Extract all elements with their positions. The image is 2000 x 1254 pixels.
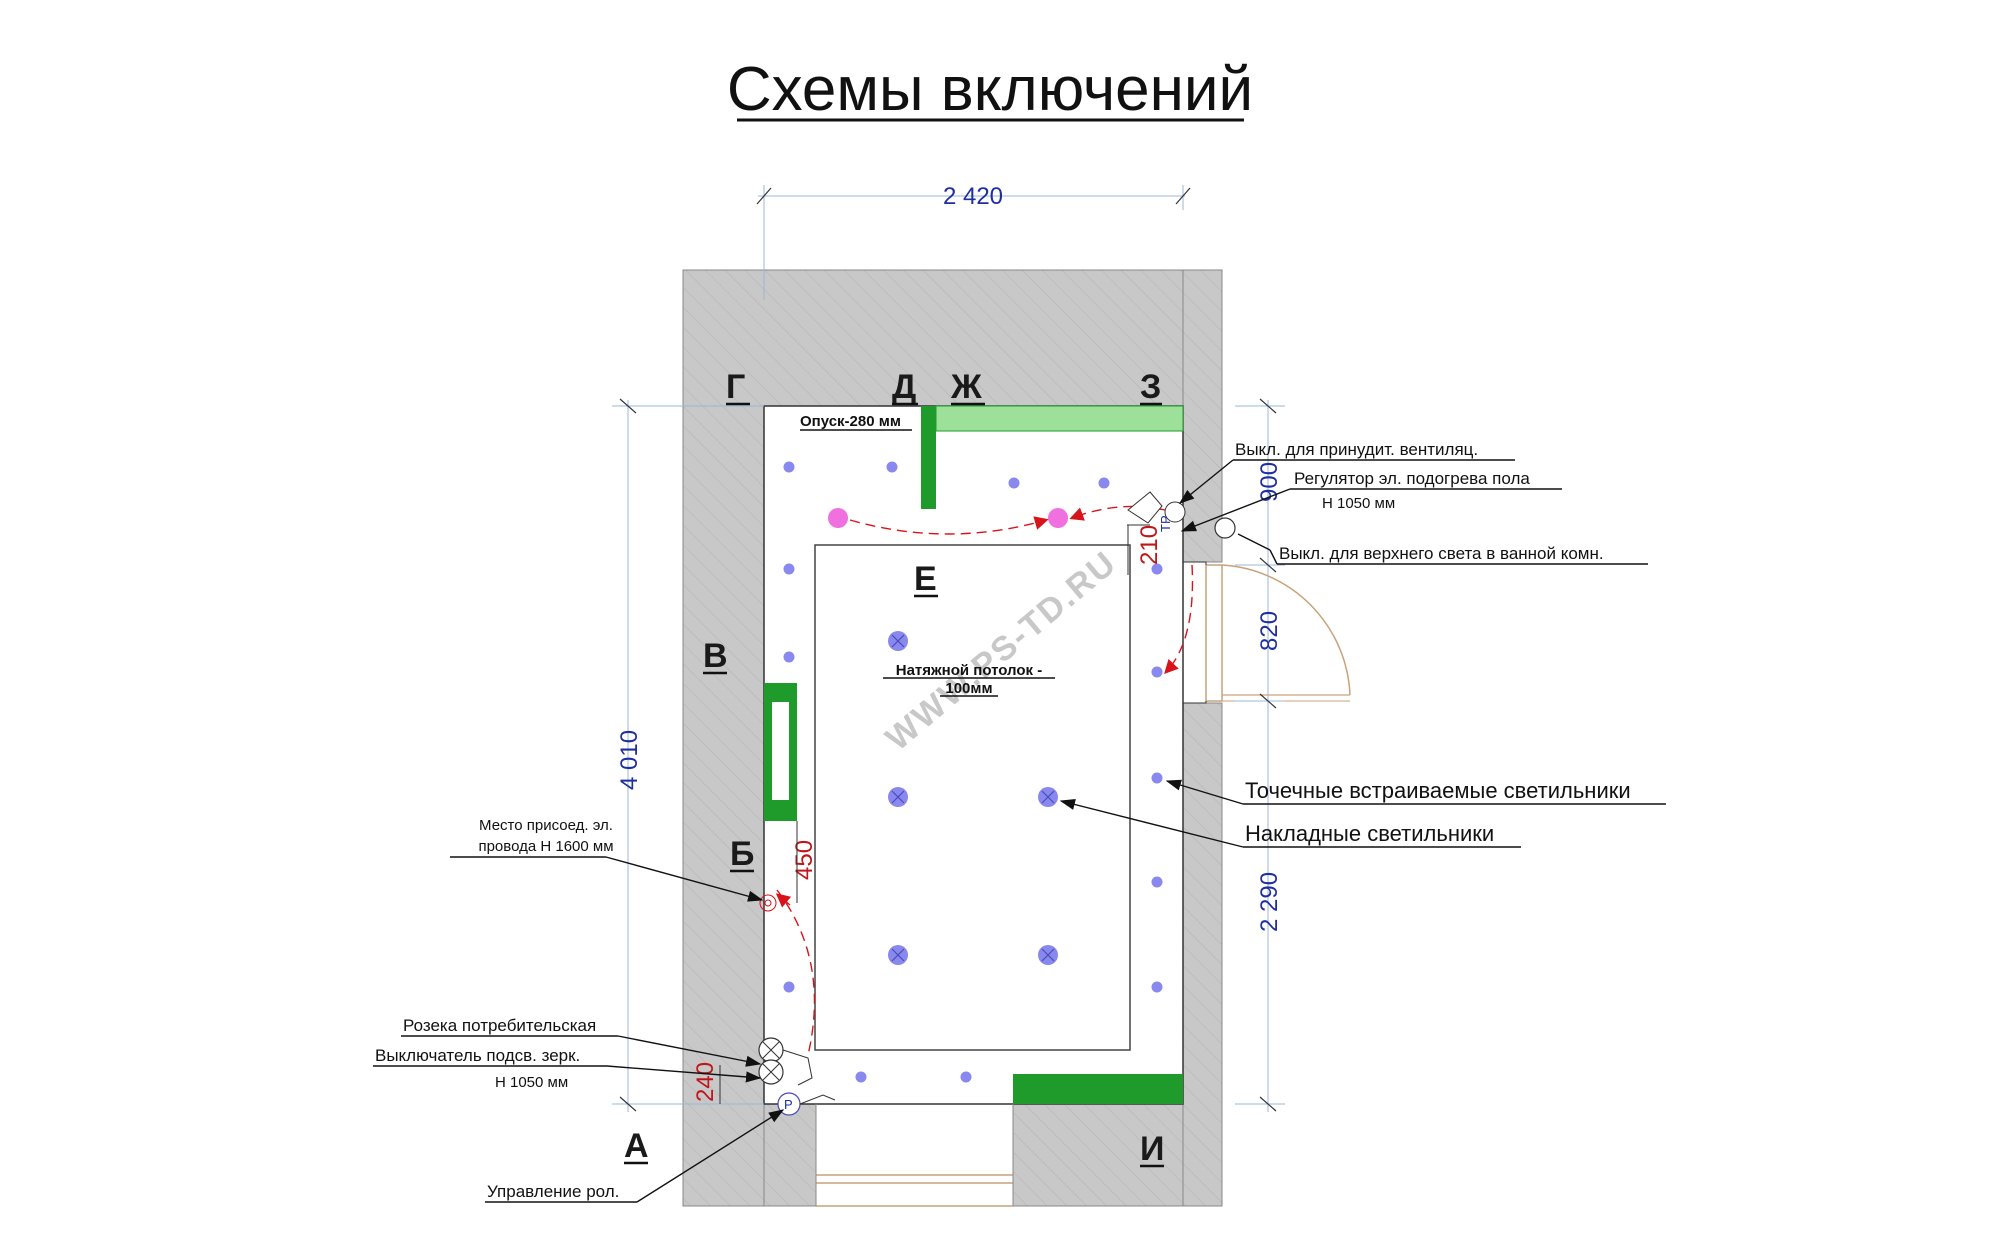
ceiling-label-line1: Натяжной потолок - — [896, 662, 1042, 679]
wire-connection-symbol — [759, 894, 777, 912]
callout-socket: Розека потребительская — [401, 1016, 762, 1067]
spot-light — [1098, 477, 1110, 489]
door — [1183, 561, 1351, 704]
room-letters: Г Д Ж З В Е Б А И — [624, 368, 1164, 1168]
room-letter-e: Е — [914, 560, 937, 598]
recessed-lights — [783, 461, 1163, 1083]
legend-recessed: Точечные встраиваемые светильники — [1165, 778, 1666, 805]
dimension-left: 4 010 — [612, 398, 764, 1112]
spot-light — [783, 981, 795, 993]
room-letter-g: Г — [726, 368, 745, 406]
pendant-light — [828, 508, 848, 528]
spot-light — [1151, 563, 1163, 575]
spot-light — [1008, 477, 1020, 489]
wire-point-label-line2: провода Н 1600 мм — [478, 838, 613, 855]
mirror-switch-symbol — [758, 1059, 784, 1085]
legend-recessed-label: Точечные встраиваемые светильники — [1245, 778, 1631, 803]
mirror-switch-label: Выключатель подсв. зерк. — [375, 1046, 580, 1065]
dimension-210-label: 210 — [1136, 525, 1163, 565]
room-letter-i: И — [1140, 1130, 1164, 1168]
dimension-right: 900 820 2 290 — [1235, 398, 1285, 1112]
mirror-switch-height-label: Н 1050 мм — [495, 1074, 568, 1091]
callout-bath-light-switch: Выкл. для верхнего света в ванной комн. — [1237, 533, 1648, 565]
surface-light — [1038, 945, 1058, 965]
vent-switch-label: Выкл. для принудит. вентиляц. — [1235, 440, 1478, 459]
dimension-right-top-label: 900 — [1256, 462, 1283, 502]
dimension-top: 2 420 — [756, 183, 1191, 300]
wire-point-label-line1: Место присоед. эл. — [479, 817, 613, 834]
spot-light — [783, 651, 795, 663]
dimension-door-label: 820 — [1256, 611, 1283, 651]
bath-light-switch-label: Выкл. для верхнего света в ванной комн. — [1279, 544, 1604, 563]
symbol-r: Р — [784, 1097, 793, 1112]
furniture — [764, 405, 1184, 1104]
wall-right-lower — [1182, 702, 1223, 1207]
wall-bottom-left — [763, 1103, 817, 1207]
symbol-tr: ТР — [1158, 515, 1173, 532]
dimension-width-label: 2 420 — [943, 183, 1003, 210]
room-letter-zh: Ж — [950, 368, 982, 406]
door-leaf — [1205, 564, 1223, 702]
room-letter-underlines — [624, 402, 1164, 1168]
spot-light — [855, 1071, 867, 1083]
callout-blind-control: Управление рол. — [485, 1109, 785, 1203]
pendant-light — [1048, 508, 1068, 528]
socket-symbol — [758, 1037, 784, 1063]
surface-light — [1038, 787, 1058, 807]
wall-bottom-right — [1012, 1103, 1184, 1207]
room-letter-v: В — [703, 637, 728, 675]
floor-heat-height-label: Н 1050 мм — [1322, 495, 1395, 512]
blind-control-label: Управление рол. — [487, 1182, 619, 1201]
drop-box-vertical — [921, 406, 936, 509]
dimension-height-label: 4 010 — [616, 730, 643, 790]
spot-light — [783, 461, 795, 473]
surface-light — [888, 945, 908, 965]
floor-heat-label: Регулятор эл. подогрева пола — [1294, 469, 1530, 488]
bottom-right-cabinet — [1013, 1074, 1183, 1104]
drop-label: Опуск-280 мм — [800, 413, 901, 430]
callout-vent-switch: Выкл. для принудит. вентиляц. — [1178, 440, 1515, 504]
callout-mirror-switch: Выключатель подсв. зерк. Н 1050 мм — [373, 1046, 762, 1091]
bath-light-switch-symbol — [1214, 517, 1236, 539]
ceiling-label-line2: 100мм — [945, 680, 992, 697]
dimension-450-label: 450 — [791, 840, 818, 880]
spot-light — [783, 563, 795, 575]
surface-light — [888, 787, 908, 807]
link-wire-point — [775, 893, 792, 908]
bottom-window — [815, 1104, 1014, 1207]
stretch-ceiling-area — [814, 544, 1131, 1051]
spot-light — [1151, 876, 1163, 888]
socket-label: Розека потребительская — [403, 1016, 596, 1035]
surface-lights — [888, 631, 1058, 965]
page-title: Схемы включений — [727, 55, 1253, 124]
surface-light — [888, 631, 908, 651]
dimension-240-label: 240 — [692, 1062, 719, 1102]
legend-surface-label: Накладные светильники — [1245, 821, 1494, 846]
wall-top — [682, 269, 1184, 407]
spot-light — [1151, 666, 1163, 678]
drop-box-light — [935, 405, 1184, 432]
room-letter-z: З — [1140, 368, 1161, 406]
room-letter-b: Б — [730, 835, 754, 873]
pendant-lights — [828, 508, 1068, 528]
legend-surface: Накладные светильники — [1059, 799, 1521, 848]
door-swing-arc — [1221, 564, 1351, 696]
link-door-switch — [1164, 564, 1194, 675]
link-pendant-lights — [849, 516, 1049, 535]
callout-floor-heat: Регулятор эл. подогрева пола Н 1050 мм — [1180, 469, 1562, 532]
room-letter-a: А — [624, 1127, 649, 1165]
spot-light — [886, 461, 898, 473]
left-cabinet-inner — [772, 702, 789, 800]
spot-light — [960, 1071, 972, 1083]
dimension-right-bottom-label: 2 290 — [1256, 872, 1283, 932]
spot-light — [1151, 981, 1163, 993]
floor-heat-regulator-symbol: ТР — [1127, 491, 1186, 532]
callout-wire-point: Место присоед. эл. провода Н 1600 мм — [450, 817, 764, 902]
spot-light — [1151, 772, 1163, 784]
room-letter-d: Д — [892, 368, 916, 406]
